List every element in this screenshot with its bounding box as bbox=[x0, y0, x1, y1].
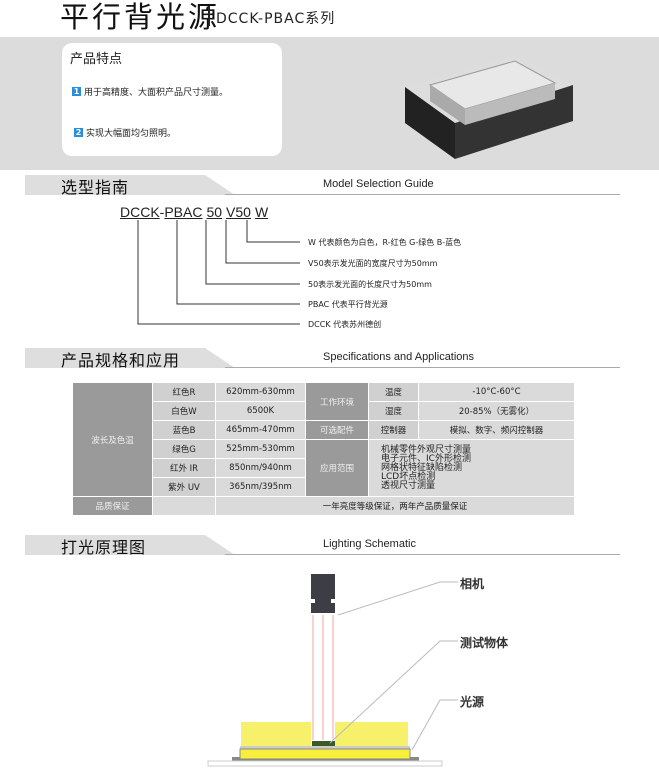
application-item: 机械零件外观尺寸测量 bbox=[381, 444, 472, 455]
section-model-guide: 选型指南 Model Selection Guide bbox=[25, 175, 620, 197]
explanation: DCCK 代表苏州德创 bbox=[308, 320, 382, 329]
section-title: 选型指南 bbox=[61, 178, 130, 197]
cell-label: 工作环境 bbox=[305, 382, 369, 421]
feature-text: 用于高精度、大面积产品尺寸测量。 bbox=[84, 88, 229, 98]
cell: 红外 IR bbox=[152, 458, 216, 478]
cell: 525mm-530mm bbox=[215, 439, 306, 459]
number-badge: 2 bbox=[74, 128, 83, 137]
cell: 465mm-470mm bbox=[215, 420, 306, 440]
label-light-source: 光源 bbox=[460, 695, 485, 709]
section-title-en: Specifications and Applications bbox=[323, 351, 475, 363]
light-rays bbox=[312, 615, 334, 740]
cell-label: 应用范围 bbox=[305, 439, 369, 497]
explanation: V50表示发光面的宽度尺寸为50mm bbox=[308, 259, 438, 268]
section-title-en: Lighting Schematic bbox=[323, 538, 416, 550]
product-image bbox=[405, 55, 573, 159]
label-test-object: 测试物体 bbox=[460, 636, 509, 650]
cell: 一年亮度等级保证，两年产品质量保证 bbox=[215, 496, 575, 516]
number-badge: 1 bbox=[72, 87, 81, 96]
cell: 20-85%（无雾化） bbox=[418, 401, 575, 421]
code-leader-lines bbox=[137, 220, 300, 325]
title-divider bbox=[208, 6, 210, 26]
code-part: W bbox=[254, 204, 269, 220]
label-leaders bbox=[329, 581, 458, 751]
explanation: W 代表颜色为白色，R-红色 G-绿色 B-蓝色 bbox=[308, 238, 462, 247]
camera-icon bbox=[311, 574, 335, 613]
feature-text: 实现大幅面均匀照明。 bbox=[86, 129, 177, 139]
application-item: LCD坏点检测 bbox=[381, 471, 436, 482]
cell: 6500K bbox=[215, 401, 306, 421]
cell: 620mm-630mm bbox=[215, 382, 306, 402]
cell: 模拟、数字、频闪控制器 bbox=[418, 420, 575, 440]
section-title: 产品规格和应用 bbox=[61, 351, 181, 370]
features-title: 产品特点 bbox=[70, 52, 123, 67]
cell: 红色R bbox=[152, 382, 216, 402]
code-part: 50 bbox=[206, 204, 223, 220]
lighting-schematic bbox=[207, 574, 458, 767]
section-specs: 产品规格和应用 Specifications and Applications bbox=[25, 348, 620, 370]
page-subtitle: DCCK-PBAC系列 bbox=[216, 11, 336, 27]
cell-label: 可选配件 bbox=[305, 420, 369, 440]
cell: 湿度 bbox=[368, 401, 419, 421]
page-title: 平行背光源 bbox=[60, 0, 221, 34]
cell: 850nm/940nm bbox=[215, 458, 306, 478]
cell: 365nm/395nm bbox=[215, 477, 306, 497]
cell-label: 波长及色温 bbox=[72, 382, 153, 497]
cell-label: 品质保证 bbox=[72, 496, 153, 516]
explanation: PBAC 代表平行背光源 bbox=[308, 300, 388, 309]
code-part: DCCK bbox=[120, 204, 160, 220]
cell: 绿色G bbox=[152, 439, 216, 459]
cell: -10°C-60°C bbox=[418, 382, 575, 402]
explanation: 50表示发光面的长度尺寸为50mm bbox=[308, 280, 432, 289]
application-item: 电子元件、IC外形检测 bbox=[381, 453, 471, 464]
label-camera: 相机 bbox=[460, 577, 485, 591]
application-item: 网格状特征缺陷检测 bbox=[381, 462, 463, 473]
cell: 蓝色B bbox=[152, 420, 216, 440]
code-part: - bbox=[159, 204, 165, 220]
application-item: 透视尺寸测量 bbox=[381, 480, 436, 491]
cell: 白色W bbox=[152, 401, 216, 421]
test-object bbox=[312, 741, 335, 746]
cell: 紫外 UV bbox=[152, 477, 216, 497]
section-title: 打光原理图 bbox=[61, 538, 147, 557]
cell: 温度 bbox=[368, 382, 419, 402]
code-part: PBAC bbox=[164, 204, 203, 220]
cell: 控制器 bbox=[368, 420, 419, 440]
code-part: V50 bbox=[226, 204, 251, 220]
section-lighting: 打光原理图 Lighting Schematic bbox=[25, 535, 620, 557]
section-title-en: Model Selection Guide bbox=[323, 178, 434, 190]
